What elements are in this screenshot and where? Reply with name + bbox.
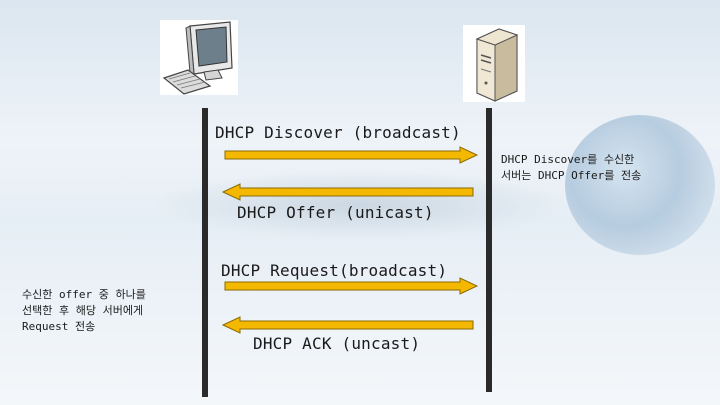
background-haze [150,170,570,240]
offer-message-label: DHCP Offer (unicast) [237,203,434,222]
offer-arrow [222,183,474,201]
server-note: DHCP Discover를 수신한 서버는 DHCP Offer를 전송 [501,152,641,184]
request-message-label: DHCP Request(broadcast) [221,261,448,280]
server-note-line: DHCP Discover를 수신한 [501,153,635,166]
client-note-line: 선택한 후 해당 서버에게 [22,304,144,317]
client-lifeline [202,108,208,397]
background-globe [565,115,715,255]
client-note-line: 수신한 offer 중 하나를 [22,288,146,301]
client-note: 수신한 offer 중 하나를 선택한 후 해당 서버에게 Request 전송 [22,287,146,335]
tower-server-icon [475,28,519,102]
server-note-line: 서버는 DHCP Offer를 전송 [501,169,642,182]
server-lifeline [486,108,492,392]
discover-message-label: DHCP Discover (broadcast) [215,123,461,142]
ack-message-label: DHCP ACK (uncast) [253,334,421,353]
request-arrow [224,277,479,295]
desktop-computer-icon [162,21,233,95]
server-machine [463,25,525,102]
discover-arrow [224,146,479,164]
client-computer [160,20,238,95]
client-note-line: Request 전송 [22,320,96,333]
ack-arrow [222,316,474,334]
